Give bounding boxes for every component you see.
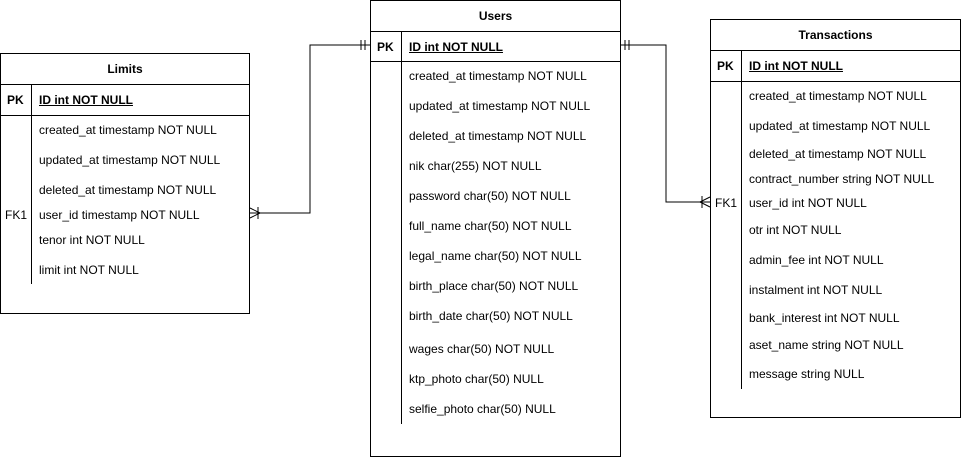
entity-transactions-pk-field: ID int NOT NULL (749, 59, 843, 73)
entity-limits-column-separator (31, 85, 32, 284)
entity-users-pk-field: ID int NOT NULL (409, 40, 503, 54)
entity-transactions-field: bank_interest int NOT NULL (749, 311, 900, 325)
entity-limits-field: user_id timestamp NOT NULL (39, 208, 200, 222)
entity-transactions-field: admin_fee int NOT NULL (749, 253, 884, 267)
entity-transactions-field: deleted_at timestamp NOT NULL (749, 147, 927, 161)
entity-transactions[interactable]: Transactions PK ID int NOT NULL created_… (710, 19, 961, 418)
relation-line-limits-users (250, 44, 370, 214)
entity-users-field: selfie_photo char(50) NULL (409, 402, 556, 416)
entity-users-pk-label: PK (377, 40, 394, 54)
entity-users-pk-row: PK ID int NOT NULL (371, 32, 620, 62)
entity-transactions-field: created_at timestamp NOT NULL (749, 89, 927, 103)
entity-transactions-field: aset_name string NOT NULL (749, 338, 904, 352)
entity-users-field: password char(50) NOT NULL (409, 189, 571, 203)
entity-transactions-pk-row: PK ID int NOT NULL (711, 51, 960, 82)
entity-transactions-title: Transactions (711, 20, 960, 51)
entity-users-field: legal_name char(50) NOT NULL (409, 249, 582, 263)
entity-transactions-field: user_id int NOT NULL (749, 196, 867, 210)
entity-transactions-field: instalment int NOT NULL (749, 283, 883, 297)
entity-users-column-separator (401, 32, 402, 424)
entity-limits-pk-label: PK (7, 93, 24, 107)
entity-users-field: created_at timestamp NOT NULL (409, 69, 587, 83)
entity-limits-pk-field: ID int NOT NULL (39, 93, 133, 107)
relation-line-users-transactions (621, 44, 710, 203)
entity-transactions-field: message string NULL (749, 367, 865, 381)
entity-limits-key-label: FK1 (5, 208, 28, 222)
entity-limits-field: updated_at timestamp NOT NULL (39, 153, 221, 167)
relation-limits-users (249, 40, 370, 219)
entity-limits-field: limit int NOT NULL (39, 263, 139, 277)
entity-limits-pk-row: PK ID int NOT NULL (1, 85, 249, 116)
entity-users-field: ktp_photo char(50) NULL (409, 372, 544, 386)
relation-users-transactions (621, 40, 711, 208)
entity-users-field: birth_date char(50) NOT NULL (409, 309, 573, 323)
entity-limits-field: created_at timestamp NOT NULL (39, 123, 217, 137)
entity-limits[interactable]: Limits PK ID int NOT NULL created_at tim… (0, 53, 250, 314)
entity-transactions-field: otr int NOT NULL (749, 223, 842, 237)
entity-limits-title: Limits (1, 54, 249, 85)
entity-users-field: nik char(255) NOT NULL (409, 159, 542, 173)
entity-users-field: wages char(50) NOT NULL (409, 342, 555, 356)
entity-limits-field: tenor int NOT NULL (39, 233, 145, 247)
entity-transactions-field: contract_number string NOT NULL (749, 172, 935, 186)
entity-users-field: birth_place char(50) NOT NULL (409, 279, 579, 293)
entity-limits-field: deleted_at timestamp NOT NULL (39, 183, 217, 197)
entity-users-field: updated_at timestamp NOT NULL (409, 99, 591, 113)
entity-users-field: full_name char(50) NOT NULL (409, 219, 572, 233)
entity-users[interactable]: Users PK ID int NOT NULL created_at time… (370, 0, 621, 457)
entity-transactions-field: updated_at timestamp NOT NULL (749, 119, 931, 133)
entity-users-field: deleted_at timestamp NOT NULL (409, 129, 587, 143)
entity-transactions-pk-label: PK (717, 59, 734, 73)
entity-transactions-key-label: FK1 (715, 196, 738, 210)
entity-users-title: Users (371, 1, 620, 32)
entity-transactions-column-separator (741, 51, 742, 389)
